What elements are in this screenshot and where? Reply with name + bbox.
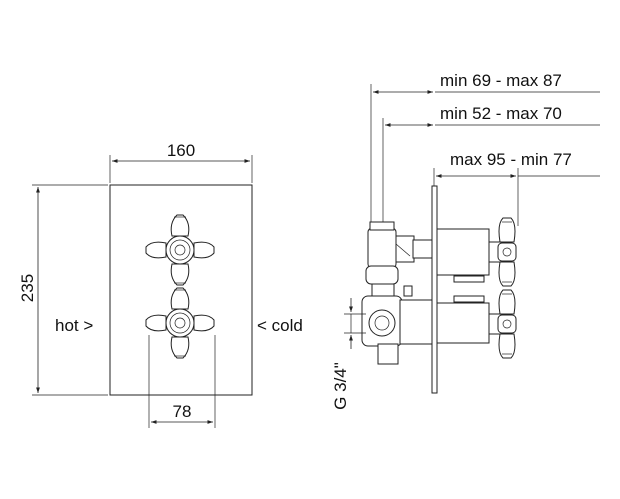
valve-body: [361, 221, 433, 365]
height-dimension: 235: [18, 184, 108, 396]
side-view: min 69 - max 87 min 52 - max 70 max 95 -…: [331, 71, 600, 410]
upper-cross-handle-icon: [145, 214, 215, 286]
cold-label: < cold: [257, 316, 303, 335]
dimension-2-label: min 52 - max 70: [440, 104, 562, 123]
spacing-label: 78: [173, 402, 192, 421]
lower-cross-handle-icon: [145, 287, 215, 359]
lower-spindle: [436, 295, 502, 344]
upper-spindle: [436, 228, 502, 283]
dimension-2: min 52 - max 70: [382, 104, 600, 222]
dimension-1-label: min 69 - max 87: [440, 71, 562, 90]
dimension-1: min 69 - max 87: [370, 71, 600, 222]
cover-plate-profile: [431, 185, 438, 394]
thread-label: G 3/4": [331, 362, 350, 410]
spacing-dimension: 78: [148, 335, 216, 428]
hot-label: hot >: [55, 316, 93, 335]
upper-side-handle-icon: [497, 217, 517, 287]
lower-side-handle-icon: [497, 289, 517, 359]
dimension-3-label: max 95 - min 77: [450, 150, 572, 169]
thread-dimension: G 3/4": [331, 298, 366, 410]
front-view: 160 235: [18, 141, 303, 428]
width-label: 160: [167, 141, 195, 160]
dimension-3: max 95 - min 77: [433, 150, 600, 226]
width-dimension: 160: [109, 141, 253, 183]
height-label: 235: [18, 274, 37, 302]
